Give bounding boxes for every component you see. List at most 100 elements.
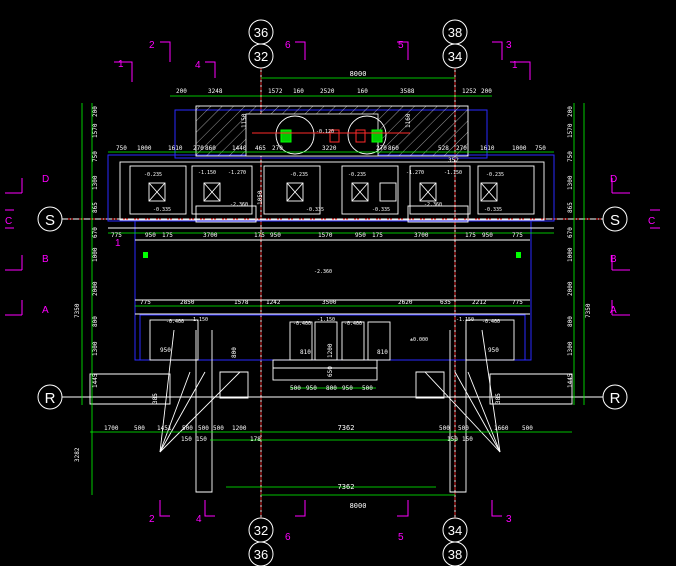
dim-left-total: 7350 [74, 303, 81, 318]
dim-ls: 800 [92, 316, 99, 327]
num: 950 [160, 347, 171, 354]
dim-r2: 1000 [137, 145, 152, 152]
dim-rs: 2000 [567, 281, 574, 296]
dim-rs: 1300 [567, 175, 574, 190]
dim-rs: 1570 [567, 123, 574, 138]
dim-top: 3588 [400, 88, 415, 95]
sec-top-3: 3 [506, 40, 512, 51]
axis-34-bottom: 34 [448, 523, 462, 538]
dim-rs: 1000 [567, 247, 574, 262]
dimension-texts: 8000 8000 7362 7362 [338, 70, 367, 510]
dim-r2: 1610 [480, 145, 495, 152]
main-structure [89, 227, 573, 493]
dim-rm: 175 [254, 232, 265, 239]
dim-bottom-inner: 7362 [338, 424, 355, 432]
dim-rb: 500 [439, 425, 450, 432]
dim-st: 500 [290, 385, 301, 392]
dim-st: 500 [362, 385, 373, 392]
dim-rb2: 150 [181, 436, 192, 443]
level: -1.150 [198, 170, 216, 176]
dim-top: 3248 [208, 88, 223, 95]
axis-r-right: R [610, 390, 621, 407]
sec-bot-6: 6 [285, 532, 291, 543]
dim-ls: 750 [92, 151, 99, 162]
axis-38-top: 38 [448, 25, 462, 40]
sec-right-a: A [610, 305, 617, 316]
dim-rb: 500 [522, 425, 533, 432]
sec-top-4: 4 [195, 60, 201, 71]
level: -0.235 [144, 172, 162, 178]
dim-rb2: 150 [462, 436, 473, 443]
level-top: -0.120 [316, 129, 334, 135]
dim-r2: 1610 [168, 145, 183, 152]
sec-bot-5: 5 [398, 532, 404, 543]
dim-rs: 200 [567, 106, 574, 117]
dim-r2: 860 [388, 145, 399, 152]
dim-top: 200 [481, 88, 492, 95]
dim-r2: 270 [456, 145, 467, 152]
dim-top: 160 [293, 88, 304, 95]
axis-36-top: 36 [254, 25, 268, 40]
section-markers [5, 41, 660, 517]
num: 385 [152, 393, 159, 404]
level: -0.235 [486, 172, 504, 178]
dim-rl: 1578 [234, 299, 249, 306]
level: -0.335 [372, 207, 390, 213]
dim-rb2: 178 [250, 436, 261, 443]
dim-ls: 1000 [92, 247, 99, 262]
level: -0.235 [290, 172, 308, 178]
level: -0.335 [484, 207, 502, 213]
level: -1.150 [456, 317, 474, 323]
dim-rb: 1700 [104, 425, 119, 432]
level: -0.400 [293, 321, 311, 327]
num: 1150 [241, 113, 248, 128]
dim-rb2: 150 [196, 436, 207, 443]
dim-rb: 500 [198, 425, 209, 432]
dim-ls: 1300 [92, 341, 99, 356]
level: -1.270 [228, 170, 246, 176]
row-bottom-dims: 1700 500 1451 500 500 500 1200 500 500 1… [104, 425, 533, 443]
dim-r2: 750 [535, 145, 546, 152]
dim-rm: 950 [482, 232, 493, 239]
dim-ls: 2000 [92, 281, 99, 296]
dim-rm: 775 [111, 232, 122, 239]
num: 1050 [257, 190, 264, 205]
row-mid-dims: 775 950 175 3700 175 950 1570 950 175 37… [111, 232, 523, 239]
dim-rm: 3700 [414, 232, 429, 239]
dim-rm: 950 [355, 232, 366, 239]
row2-dims: 750 1000 1610 270 860 1440 465 270 3220 … [116, 145, 546, 152]
dim-top: 2520 [320, 88, 335, 95]
dim-rb: 500 [213, 425, 224, 432]
dim-overall-top: 8000 [350, 70, 367, 78]
dim-ls: 1570 [92, 123, 99, 138]
dim-r2: 528 [438, 145, 449, 152]
dim-rb2: 150 [447, 436, 458, 443]
axis-labels: 36 38 32 34 32 34 36 38 S S R R [45, 25, 621, 562]
sec-top-2: 2 [149, 40, 155, 51]
dim-rl: 775 [512, 299, 523, 306]
section-marker-labels: 1 2 4 6 5 3 1 2 4 6 5 3 D C 1 B A D C B … [5, 40, 655, 543]
axis-38-bottom: 38 [448, 547, 462, 562]
top-platform [195, 105, 469, 157]
axis-32-bottom: 32 [254, 523, 268, 538]
dim-rm: 3700 [203, 232, 218, 239]
num: 810 [300, 349, 311, 356]
axis-bubbles [37, 19, 628, 566]
level: -0.400 [166, 319, 184, 325]
dim-rm: 175 [465, 232, 476, 239]
dim-r2: 465 [255, 145, 266, 152]
dim-rl: 2850 [180, 299, 195, 306]
dim-bottom-mid: 7362 [338, 483, 355, 491]
num: 1160 [405, 113, 412, 128]
dim-top: 1572 [268, 88, 283, 95]
dim-rb: 500 [458, 425, 469, 432]
dim-rl: 1242 [266, 299, 281, 306]
axis-s-left: S [45, 212, 55, 229]
dim-rs: 1445 [567, 373, 574, 388]
dim-rb: 500 [182, 425, 193, 432]
num: 810 [377, 349, 388, 356]
sec-left-1: 1 [115, 238, 121, 249]
dim-ls: 670 [92, 227, 99, 238]
dim-rb: 1660 [494, 425, 509, 432]
axis-r-left: R [45, 390, 56, 407]
